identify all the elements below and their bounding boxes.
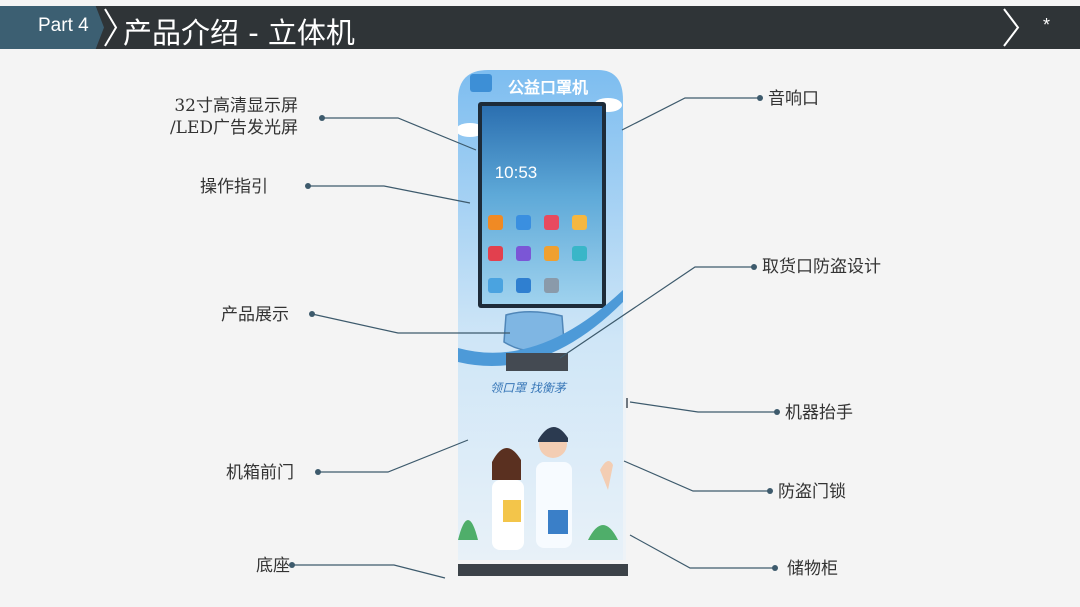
label-base: 底座: [256, 556, 290, 576]
chevron-right-icon: [1003, 8, 1020, 47]
part-label: Part 4: [38, 15, 89, 36]
display-screen: [482, 106, 602, 304]
label-pickup: 取货口防盗设计: [762, 257, 881, 277]
label-display: 产品展示: [221, 305, 289, 325]
pickup-slot: [506, 353, 568, 371]
kiosk-machine-illustration: 公益口罩机 10:53 领口罩 找衡茅: [458, 70, 628, 576]
part-tab: [0, 6, 104, 49]
page-title: 产品介绍 - 立体机: [123, 16, 355, 50]
label-screen-line1: 32寸高清显示屏: [174, 96, 298, 116]
doctor-figures: [492, 426, 613, 550]
label-front-door: 机箱前门: [226, 463, 294, 483]
screen-clock: 10:53: [495, 163, 538, 182]
base-stand: [458, 564, 628, 576]
brand-title: 公益口罩机: [508, 78, 588, 97]
label-lock: 防盗门锁: [778, 482, 846, 502]
label-handle: 机器抬手: [785, 403, 853, 423]
label-screen: 32寸高清显示屏 /LED广告发光屏: [138, 95, 298, 139]
label-storage: 储物柜: [787, 559, 838, 579]
header-bar: Part 4 产品介绍 - 立体机 *: [0, 6, 1080, 50]
app-icons: [488, 215, 587, 293]
chevron-right-icon: [104, 8, 118, 47]
slogan: 领口罩 找衡茅: [490, 381, 568, 395]
label-speaker: 音响口: [768, 89, 819, 109]
label-guide: 操作指引: [200, 177, 268, 197]
slide-marker: *: [1043, 15, 1051, 35]
label-screen-line2: /LED广告发光屏: [169, 118, 298, 138]
